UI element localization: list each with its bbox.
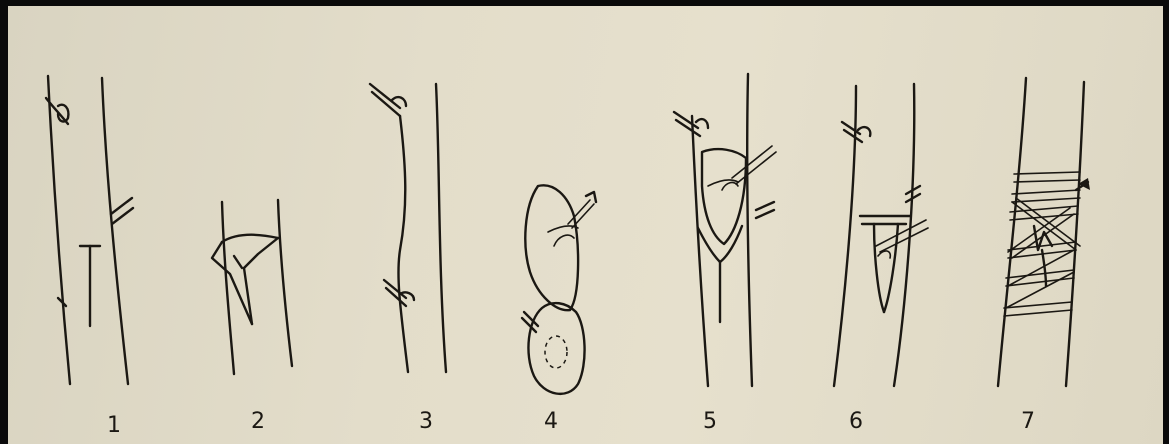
- step-number-2: 2: [251, 409, 265, 434]
- step-5-shield-inserted: [674, 74, 776, 386]
- step-6-bark-closed: [834, 84, 928, 386]
- step-number-5: 5: [703, 409, 717, 434]
- step-number-3: 3: [419, 409, 433, 434]
- step-number-6: 6: [849, 409, 863, 434]
- paper-page: 1 2 3 4 5 6 7: [8, 6, 1163, 444]
- step-number-4: 4: [544, 409, 558, 434]
- step-2-opened-cut: [212, 200, 292, 374]
- step-3-budwood: [370, 84, 446, 372]
- budding-steps-diagram: 1 2 3 4 5 6 7: [8, 6, 1163, 444]
- step-7-wrapped-graft: [998, 78, 1090, 386]
- step-number-7: 7: [1021, 409, 1035, 434]
- step-number-1: 1: [107, 413, 121, 438]
- step-4-bud-shield: [522, 185, 596, 394]
- step-1-stem-t-cut: [46, 76, 133, 384]
